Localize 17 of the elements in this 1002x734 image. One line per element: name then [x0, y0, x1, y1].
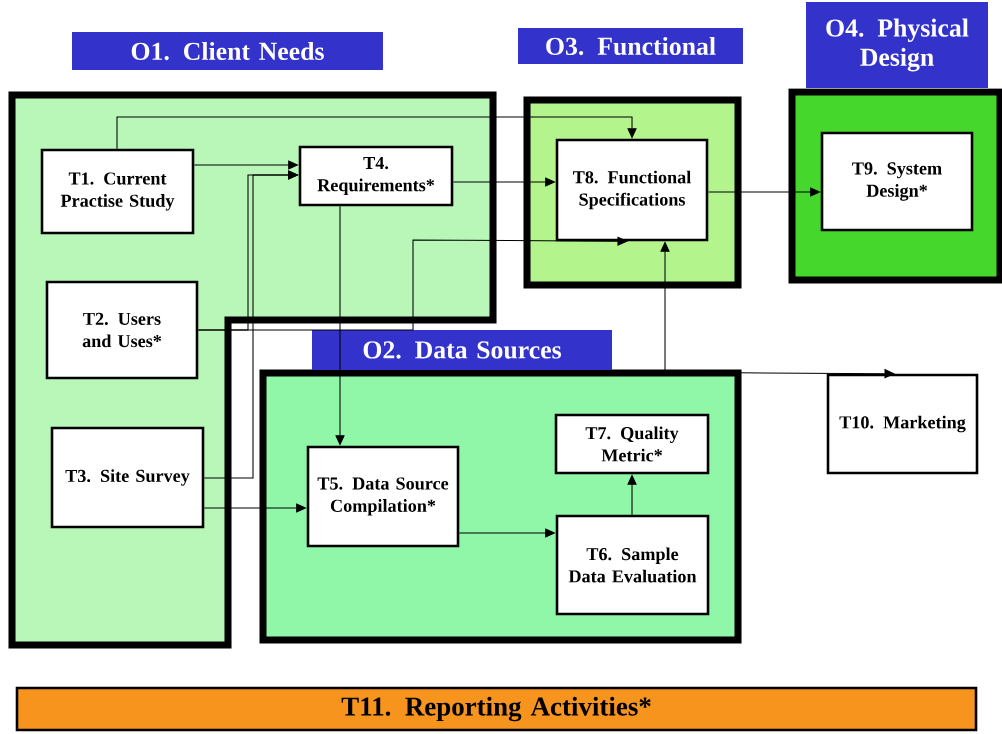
task-box: T7. Quality Metric*	[554, 413, 710, 475]
arrow	[197, 236, 628, 331]
arrow	[116, 116, 637, 150]
task-box: T10. Marketing	[826, 373, 979, 475]
heading-banner: O4. Physical Design	[806, 2, 988, 88]
heading-banner: O1. Client Needs	[72, 32, 383, 70]
reporting-bar: T11. Reporting Activities*	[15, 686, 978, 732]
task-box: T5. Data Source Compilation*	[306, 445, 460, 548]
task-box: T3. Site Survey	[50, 426, 205, 529]
task-box: T8. Functional Specifications	[555, 138, 709, 242]
task-box: T9. System Design*	[820, 131, 974, 232]
task-box: T4. Requirements*	[298, 145, 454, 207]
heading-banner: O3. Functional	[518, 28, 743, 64]
task-box: T2. Users and Uses*	[45, 280, 199, 380]
task-box: T6. Sample Data Evaluation	[555, 514, 710, 616]
task-box: T1. Current Practise Study	[40, 148, 195, 235]
heading-banner: O2. Data Sources	[312, 330, 612, 370]
